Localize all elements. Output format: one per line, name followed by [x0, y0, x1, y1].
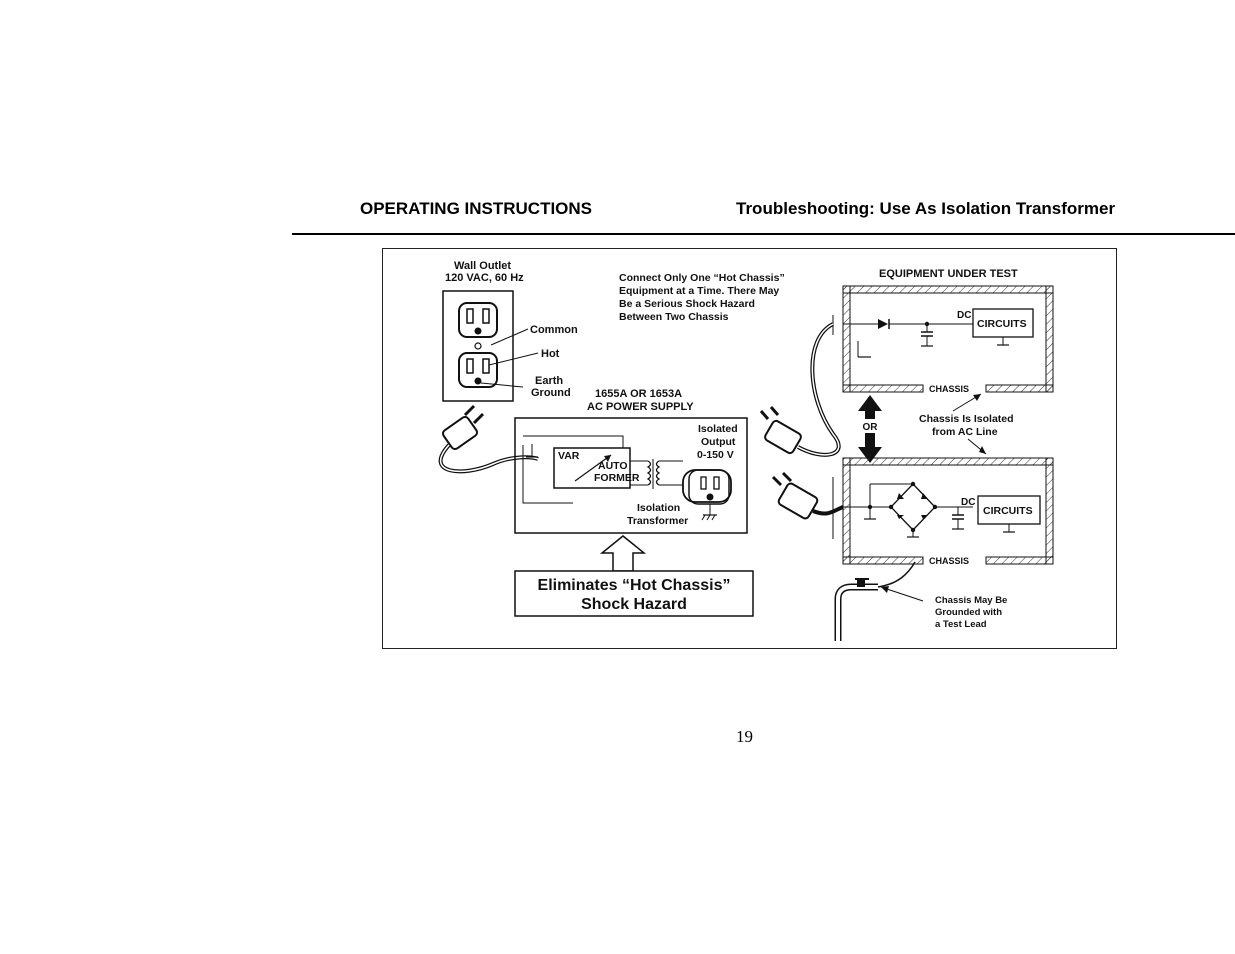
page-number: 19	[736, 727, 753, 746]
svg-text:AUTO: AUTO	[598, 460, 628, 472]
svg-text:DC: DC	[957, 310, 971, 321]
or-double-arrow: OR	[858, 395, 882, 463]
svg-text:VAR: VAR	[558, 450, 580, 462]
svg-text:1655A OR 1653A: 1655A OR 1653A	[595, 388, 682, 400]
svg-text:CIRCUITS: CIRCUITS	[977, 318, 1027, 330]
svg-text:Output: Output	[701, 436, 736, 448]
svg-text:from AC Line: from AC Line	[932, 426, 998, 438]
svg-text:Earth: Earth	[535, 375, 563, 387]
chassis-ground-lead: Chassis May Be Grounded with a Test Lead	[834, 561, 1007, 641]
svg-text:OR: OR	[863, 422, 879, 433]
svg-text:Ground: Ground	[531, 387, 571, 399]
svg-text:EQUIPMENT UNDER TEST: EQUIPMENT UNDER TEST	[879, 268, 1018, 280]
svg-text:120 VAC, 60 Hz: 120 VAC, 60 Hz	[445, 272, 524, 284]
svg-text:Shock Hazard: Shock Hazard	[581, 596, 687, 613]
power-plug-top	[759, 322, 841, 457]
svg-text:Common: Common	[530, 324, 578, 336]
power-plug-bottom	[771, 471, 844, 520]
svg-text:CHASSIS: CHASSIS	[929, 556, 969, 566]
svg-text:0-150 V: 0-150 V	[697, 449, 734, 461]
svg-text:CIRCUITS: CIRCUITS	[983, 505, 1033, 517]
svg-text:Hot: Hot	[541, 348, 560, 360]
svg-text:Chassis May Be: Chassis May Be	[935, 595, 1007, 606]
svg-text:FORMER: FORMER	[594, 472, 640, 484]
svg-text:AC POWER SUPPLY: AC POWER SUPPLY	[587, 401, 694, 413]
svg-text:CHASSIS: CHASSIS	[929, 384, 969, 394]
section-title: OPERATING INSTRUCTIONS	[360, 199, 593, 218]
svg-text:DC: DC	[961, 497, 975, 508]
svg-text:Equipment at a Time. There May: Equipment at a Time. There May	[619, 285, 779, 297]
svg-text:Connect Only One “Hot Chassis”: Connect Only One “Hot Chassis”	[619, 272, 785, 284]
svg-text:Grounded with: Grounded with	[935, 607, 1002, 618]
ac-power-supply: 1655A OR 1653A AC POWER SUPPLY VAR AUTO …	[514, 388, 748, 534]
svg-text:Between Two Chassis: Between Two Chassis	[619, 311, 729, 323]
wall-outlet: Wall Outlet 120 VAC, 60 Hz Common Hot Ea…	[442, 260, 578, 402]
svg-text:Eliminates “Hot Chassis”: Eliminates “Hot Chassis”	[538, 577, 731, 594]
isolation-transformer-diagram: Wall Outlet 120 VAC, 60 Hz Common Hot Ea…	[382, 248, 1117, 649]
page-topic-title: Troubleshooting: Use As Isolation Transf…	[736, 199, 1116, 218]
svg-text:a Test Lead: a Test Lead	[935, 619, 987, 630]
chassis-isolated-note: Chassis Is Isolated from AC Line	[919, 393, 1014, 455]
svg-text:Be a Serious Shock Hazard: Be a Serious Shock Hazard	[619, 298, 755, 310]
svg-text:Isolated: Isolated	[698, 423, 738, 435]
header-rule	[292, 233, 1235, 235]
svg-text:Chassis Is Isolated: Chassis Is Isolated	[919, 413, 1014, 425]
eliminates-callout: Eliminates “Hot Chassis” Shock Hazard	[514, 535, 754, 617]
equipment-under-test-bottom: CHASSIS DC CIRCUITS	[832, 457, 1054, 566]
svg-text:Wall Outlet: Wall Outlet	[454, 260, 511, 272]
svg-text:Transformer: Transformer	[627, 515, 688, 527]
warning-note: Connect Only One “Hot Chassis” Equipment…	[619, 272, 785, 323]
svg-text:Isolation: Isolation	[637, 502, 680, 514]
equipment-under-test-top: EQUIPMENT UNDER TEST CHASSIS DC CIRCUITS	[832, 268, 1054, 394]
